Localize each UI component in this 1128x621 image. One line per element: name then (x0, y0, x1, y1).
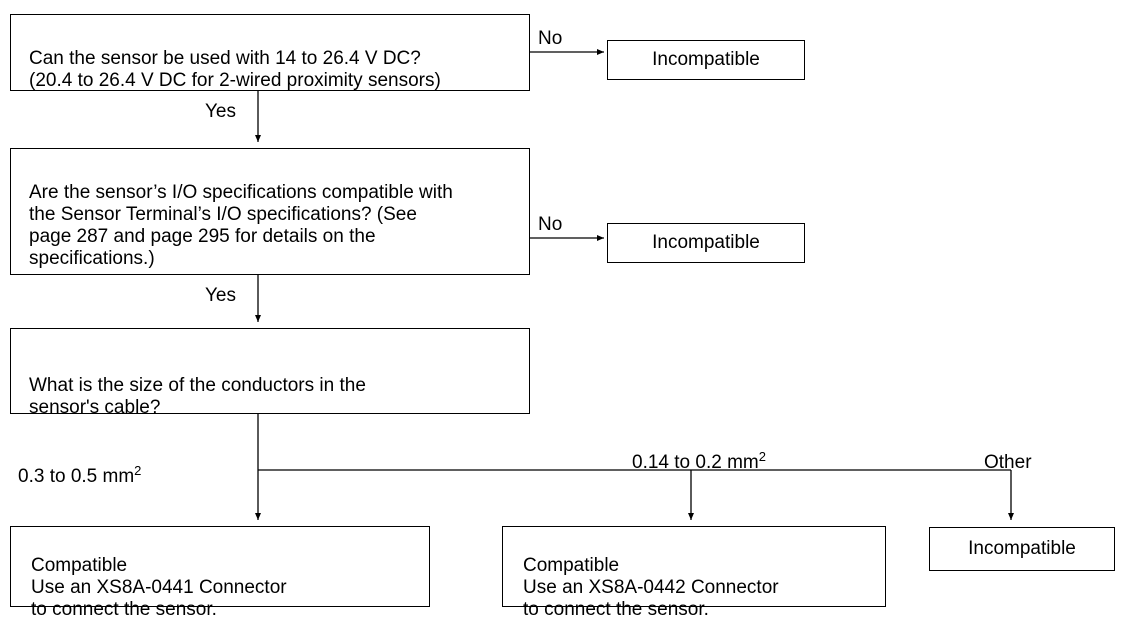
branch-b-result-box: Compatible Use an XS8A-0442 Connector to… (502, 526, 886, 620)
branch-c-result-text: Incompatible (968, 538, 1076, 559)
question-1-box: Can the sensor be used with 14 to 26.4 V… (10, 14, 530, 91)
branch-c-result-box: Incompatible (929, 527, 1115, 571)
branch-a-result-text: Compatible Use an XS8A-0441 Connector to… (31, 555, 287, 620)
q1-result-text: Incompatible (652, 49, 760, 70)
branch-a-label-text: 0.3 to 0.5 mm (18, 466, 135, 487)
branch-a-label: 0.3 to 0.5 mm2 (18, 463, 142, 488)
branch-b-label-text: 0.14 to 0.2 mm (632, 452, 759, 473)
q2-result-text: Incompatible (652, 232, 760, 253)
q2-yes-label: Yes (205, 285, 236, 306)
question-3-text: What is the size of the conductors in th… (29, 375, 366, 418)
question-1-text: Can the sensor be used with 14 to 26.4 V… (29, 48, 441, 91)
question-2-box: Are the sensor’s I/O specifications comp… (10, 148, 530, 275)
q1-incompatible-box: Incompatible (607, 40, 805, 80)
q1-no-label: No (538, 28, 563, 49)
q2-incompatible-box: Incompatible (607, 223, 805, 263)
branch-b-result-text: Compatible Use an XS8A-0442 Connector to… (523, 555, 779, 620)
branch-b-label: 0.14 to 0.2 mm2 (632, 449, 766, 474)
q2-no-label: No (538, 214, 563, 235)
branch-b-superscript: 2 (758, 449, 766, 464)
question-2-text: Are the sensor’s I/O specifications comp… (29, 182, 453, 269)
question-3-box: What is the size of the conductors in th… (10, 328, 530, 418)
branch-a-superscript: 2 (134, 463, 142, 478)
q1-yes-label: Yes (205, 101, 236, 122)
branch-a-result-box: Compatible Use an XS8A-0441 Connector to… (10, 526, 430, 620)
branch-c-label: Other (984, 452, 1032, 473)
